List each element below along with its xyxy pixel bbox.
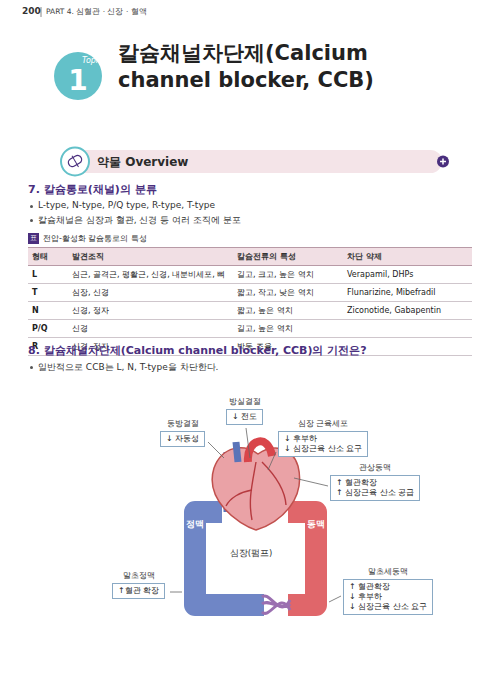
topic-word: Topic: [82, 56, 103, 65]
callout-frame: ↓ 전도: [226, 409, 263, 425]
leader-lines: [170, 428, 341, 602]
page-number: 200: [22, 6, 41, 16]
table-cell: Verapamil, DHPs: [343, 266, 472, 284]
section-heading: 7. 칼슘통로(채널)의 분류: [28, 182, 157, 197]
callout-line: ↑혈관 확장: [118, 586, 159, 596]
callout-line: ↑ 심장근육 산소 공급: [336, 488, 414, 498]
table-cell: 심근, 골격근, 평활근, 신경, 내분비세포, 뼈: [68, 266, 233, 284]
table-cell: 심장, 신경: [68, 284, 233, 302]
callout-box: 말초정맥 ↑혈관 확장: [112, 570, 165, 599]
table-cell: [343, 320, 472, 338]
callout-frame: ↓ 후부하↓ 심장근육 산소 요구: [278, 431, 368, 457]
channel-table: 형태발견조직칼슘전류의 특성차단 약제 L심근, 골격근, 평활근, 신경, 내…: [28, 247, 472, 356]
table-cell: 길고, 높은 역치: [233, 320, 343, 338]
overview-banner: [62, 150, 442, 173]
callout-line: ↓ 심장근육 산소 요구: [284, 444, 362, 454]
callout-box: 말초세동맥 ↑ 혈관확장↓ 후부하↓ 심장근육 산소 요구: [343, 566, 433, 615]
callout-box: 심장 근육세포 ↓ 후부하↓ 심장근육 산소 요구: [278, 418, 368, 457]
callout-heading: 심장 근육세포: [298, 418, 349, 429]
table-cell: N: [28, 302, 68, 320]
callout-box: 방실결절 ↓ 전도: [226, 396, 263, 425]
heart-label: 심장(펌프): [220, 548, 282, 560]
aorta: [248, 441, 272, 462]
bullet-text: 일반적으로 CCB는 L, N, T-type을 차단한다.: [38, 361, 218, 374]
callout-heading: 말초정맥: [123, 570, 155, 581]
table-header: 발견조직: [68, 248, 233, 266]
callout-line: ↓ 후부하: [349, 592, 427, 602]
table-header: 칼슘전류의 특성: [233, 248, 343, 266]
banner-title: 약물 Overview: [97, 154, 188, 171]
callout-heading: 관상동맥: [359, 462, 391, 473]
callout-heading: 말초세동맥: [368, 566, 408, 577]
callout-heading: 방실결절: [229, 396, 261, 407]
table-cell: 짧고, 작고, 낮은 역치: [233, 284, 343, 302]
table-cell: Flunarizine, Mibefradil: [343, 284, 472, 302]
callout-frame: ↑혈관 확장: [112, 583, 165, 599]
heart: [212, 448, 299, 530]
vein-label: 정맥: [184, 519, 206, 531]
callout-frame: ↑ 혈관확장↑ 심장근육 산소 공급: [330, 475, 420, 501]
table-cell: 길고, 크고, 높은 역치: [233, 266, 343, 284]
callout-line: ↓ 자동성: [166, 434, 199, 444]
topic-badge: [54, 52, 102, 100]
table-icon-text: 표: [28, 233, 39, 244]
table-cell: L: [28, 266, 68, 284]
table-cell: 신경, 정자: [68, 302, 233, 320]
pulmonary-artery: [236, 442, 238, 462]
callout-line: ↓ 전도: [232, 412, 257, 422]
table-cell: Ziconotide, Gabapentin: [343, 302, 472, 320]
section-heading: 8. 칼슘채널차단제(Calcium channel blocker, CCB)…: [28, 343, 367, 358]
artery-label: 동맥: [305, 519, 327, 531]
table-header: 형태: [28, 248, 68, 266]
bullet-dot: [30, 366, 33, 369]
callout-line: ↑ 혈관확장: [336, 478, 414, 488]
callout-line: ↓ 후부하: [284, 434, 362, 444]
topic-number: 1: [66, 64, 90, 97]
capillary-bed: [262, 596, 290, 613]
page-title: 칼슘채널차단제(Calcium channel blocker, CCB): [118, 40, 468, 94]
table-caption: 전압-활성화 칼슘통로의 특성: [43, 233, 147, 244]
callout-line: ↑ 혈관확장: [349, 582, 427, 592]
callout-heading: 동방결절: [167, 418, 199, 429]
callout-box: 관상동맥 ↑ 혈관확장↑ 심장근육 산소 공급: [330, 462, 420, 501]
pill-icon: [67, 154, 83, 168]
plus-icon-v: [442, 159, 444, 165]
callout-line: ↓ 심장근육 산소 요구: [349, 602, 427, 612]
table-cell: T: [28, 284, 68, 302]
table-cell: P/Q: [28, 320, 68, 338]
coronary-vessels: [226, 462, 286, 520]
table-icon: [28, 233, 39, 244]
drug-icon: [61, 148, 89, 176]
plus-icon: [437, 156, 449, 168]
bullet-text: 칼슘채널은 심장과 혈관, 신경 등 여러 조직에 분포: [38, 214, 241, 227]
bullet-dot: [30, 205, 33, 208]
bullet-dot: [30, 219, 33, 222]
bullet-text: L-type, N-type, P/Q type, R-type, T-type: [38, 200, 215, 210]
table-header: 차단 약제: [343, 248, 472, 266]
table-cell: 짧고, 높은 역치: [233, 302, 343, 320]
callout-frame: ↓ 자동성: [160, 431, 205, 447]
table-cell: 신경: [68, 320, 233, 338]
part-header: PART 4. 심혈관 · 신장 · 혈액: [46, 7, 147, 17]
callout-frame: ↑ 혈관확장↓ 후부하↓ 심장근육 산소 요구: [343, 579, 433, 615]
pill-icon-line: [72, 156, 79, 167]
callout-box: 동방결절 ↓ 자동성: [160, 418, 205, 447]
